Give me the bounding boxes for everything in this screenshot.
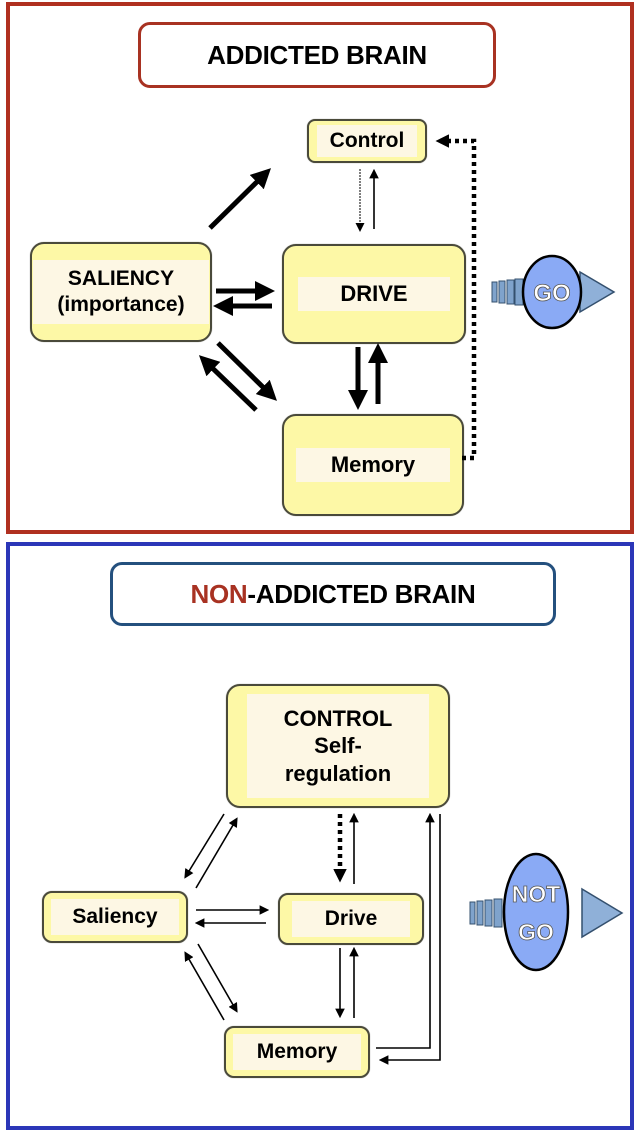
non-prefix-text: NON [190,578,248,609]
addicted-saliency-node: SALIENCY (importance) [30,242,212,342]
non-addicted-saliency-node: Saliency [42,891,188,943]
saliency-label: Saliency [72,904,158,928]
addicted-brain-panel: ADDICTED BRAIN Control SALIENCY (importa… [6,2,634,534]
addicted-drive-node: DRIVE [282,244,466,344]
non-addicted-memory-node: Memory [224,1026,370,1078]
addicted-drive-label: DRIVE [340,281,408,307]
non-addicted-drive-node: Drive [278,893,424,945]
addicted-saliency-label: SALIENCY [67,266,175,290]
addicted-memory-label: Memory [330,452,416,478]
non-addicted-control-node: CONTROL Self- regulation [226,684,450,808]
self-regulation-label-2: regulation [284,760,392,786]
memory-label: Memory [256,1039,338,1063]
addicted-control-label: Control [329,128,405,152]
self-regulation-label-1: Self- [314,733,362,759]
control-label: CONTROL [283,705,393,731]
non-addicted-brain-panel: NON-ADDICTED BRAIN CONTROL Self- regulat… [6,542,634,1130]
drive-label: Drive [324,906,378,930]
addicted-saliency-sublabel: (importance) [57,293,185,316]
non-addicted-brain-title: NON-ADDICTED BRAIN [110,562,556,626]
addicted-memory-node: Memory [282,414,464,516]
addicted-brain-title: ADDICTED BRAIN [138,22,496,88]
addicted-control-node: Control [307,119,427,163]
addicted-title-text: ADDICTED BRAIN [207,39,427,70]
non-addicted-title-text: -ADDICTED BRAIN [247,578,476,609]
